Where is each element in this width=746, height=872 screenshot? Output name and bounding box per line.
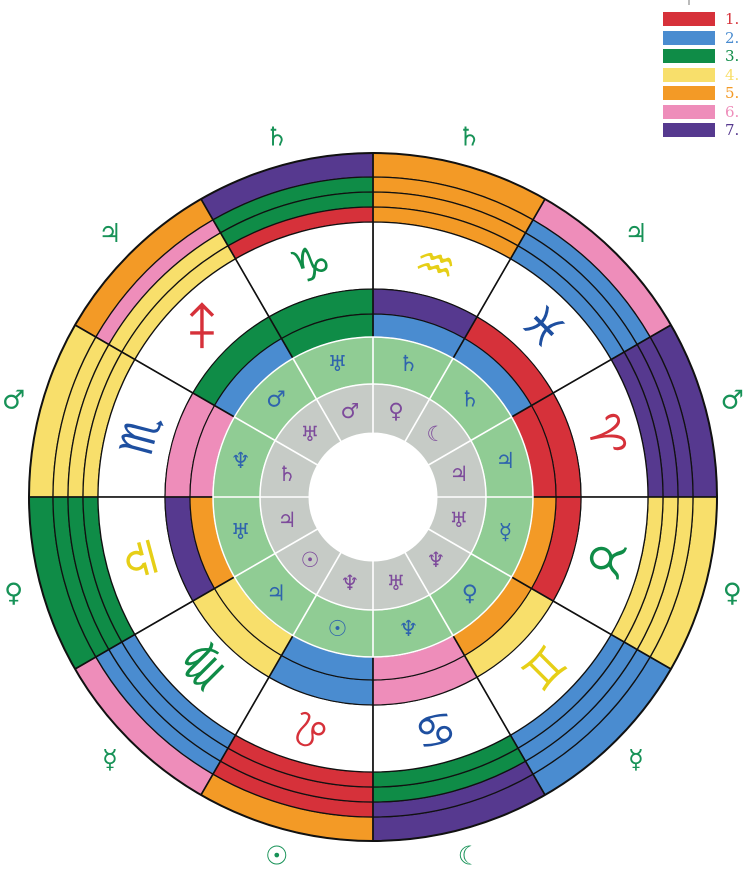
legend-swatch — [663, 123, 715, 137]
decan-outer-glyph: ♆ — [399, 617, 419, 642]
ruler-glyph-cancer: ☾ — [458, 841, 481, 871]
legend-label: 4. — [725, 66, 739, 84]
decan-outer-glyph: ♀ — [462, 581, 478, 606]
decan-outer-glyph: ♄ — [399, 352, 419, 377]
ruler-glyph-aries: ♂ — [721, 386, 744, 416]
ruler-glyph-leo: ☉ — [265, 841, 288, 871]
decan-outer-glyph: ☉ — [328, 617, 348, 642]
legend-item: 4. — [663, 66, 743, 85]
decan-outer-glyph: ♆ — [231, 449, 251, 474]
legend-item: 3. — [663, 47, 743, 66]
decan-inner-glyph: ♀ — [388, 399, 403, 423]
decan-inner-glyph: ☉ — [301, 548, 320, 572]
legend-item: 5. — [663, 84, 743, 103]
decan-inner-glyph: ♅ — [301, 422, 320, 446]
legend-item: 2. — [663, 29, 743, 48]
legend-swatch — [663, 105, 715, 119]
ruler-glyph-taurus: ♀ — [723, 578, 742, 608]
decan-inner-glyph: ♆ — [427, 548, 446, 572]
decan-outer-glyph: ♄ — [460, 388, 480, 413]
decan-inner-glyph: ♅ — [450, 508, 469, 532]
legend-item: 6. — [663, 103, 743, 122]
ruler-glyph-scorpio: ♂ — [2, 386, 25, 416]
legend-swatch — [663, 12, 715, 26]
decan-inner-glyph: ♄ — [278, 462, 297, 486]
legend-swatch — [663, 31, 715, 45]
legend-label: 5. — [725, 84, 739, 102]
legend-label: 6. — [725, 103, 739, 121]
decan-outer-glyph: ♅ — [231, 520, 251, 545]
ruler-glyph-libra: ♀ — [4, 578, 23, 608]
legend-label: 3. — [725, 47, 739, 65]
ruler-glyph-virgo: ☿ — [102, 745, 118, 775]
decan-outer-glyph: ♃ — [266, 581, 286, 606]
decan-inner-glyph: ☾ — [427, 422, 446, 446]
decan-outer-glyph: ☿ — [499, 520, 513, 545]
legend-item: 1. — [663, 10, 743, 29]
decan-inner-glyph: ♃ — [278, 508, 297, 532]
legend-label: 1. — [725, 10, 739, 28]
decan-outer-glyph: ♃ — [495, 449, 515, 474]
decan-inner-glyph: ♃ — [450, 462, 469, 486]
color-legend: 1.2.3.4.5.6.7. — [663, 10, 743, 140]
legend-swatch — [663, 49, 715, 63]
legend-label: 7. — [725, 121, 739, 139]
center-hole — [309, 433, 437, 561]
decan-outer-glyph: ♂ — [266, 388, 286, 413]
legend-item: 7. — [663, 121, 743, 140]
decan-outer-glyph: ♅ — [328, 352, 348, 377]
legend-top-tick — [688, 0, 690, 5]
ruler-glyph-sagittarius: ♃ — [98, 219, 121, 249]
ruler-glyph-aquarius: ♄ — [458, 123, 481, 153]
ruler-glyph-pisces: ♃ — [624, 219, 647, 249]
legend-swatch — [663, 68, 715, 82]
ruler-glyph-gemini: ☿ — [628, 745, 644, 775]
decan-inner-glyph: ♆ — [341, 571, 360, 595]
ruler-glyph-capricorn: ♄ — [265, 123, 288, 153]
legend-label: 2. — [725, 29, 739, 47]
legend-swatch — [663, 86, 715, 100]
decan-inner-glyph: ♂ — [341, 399, 360, 423]
decan-inner-glyph: ♅ — [387, 571, 406, 595]
